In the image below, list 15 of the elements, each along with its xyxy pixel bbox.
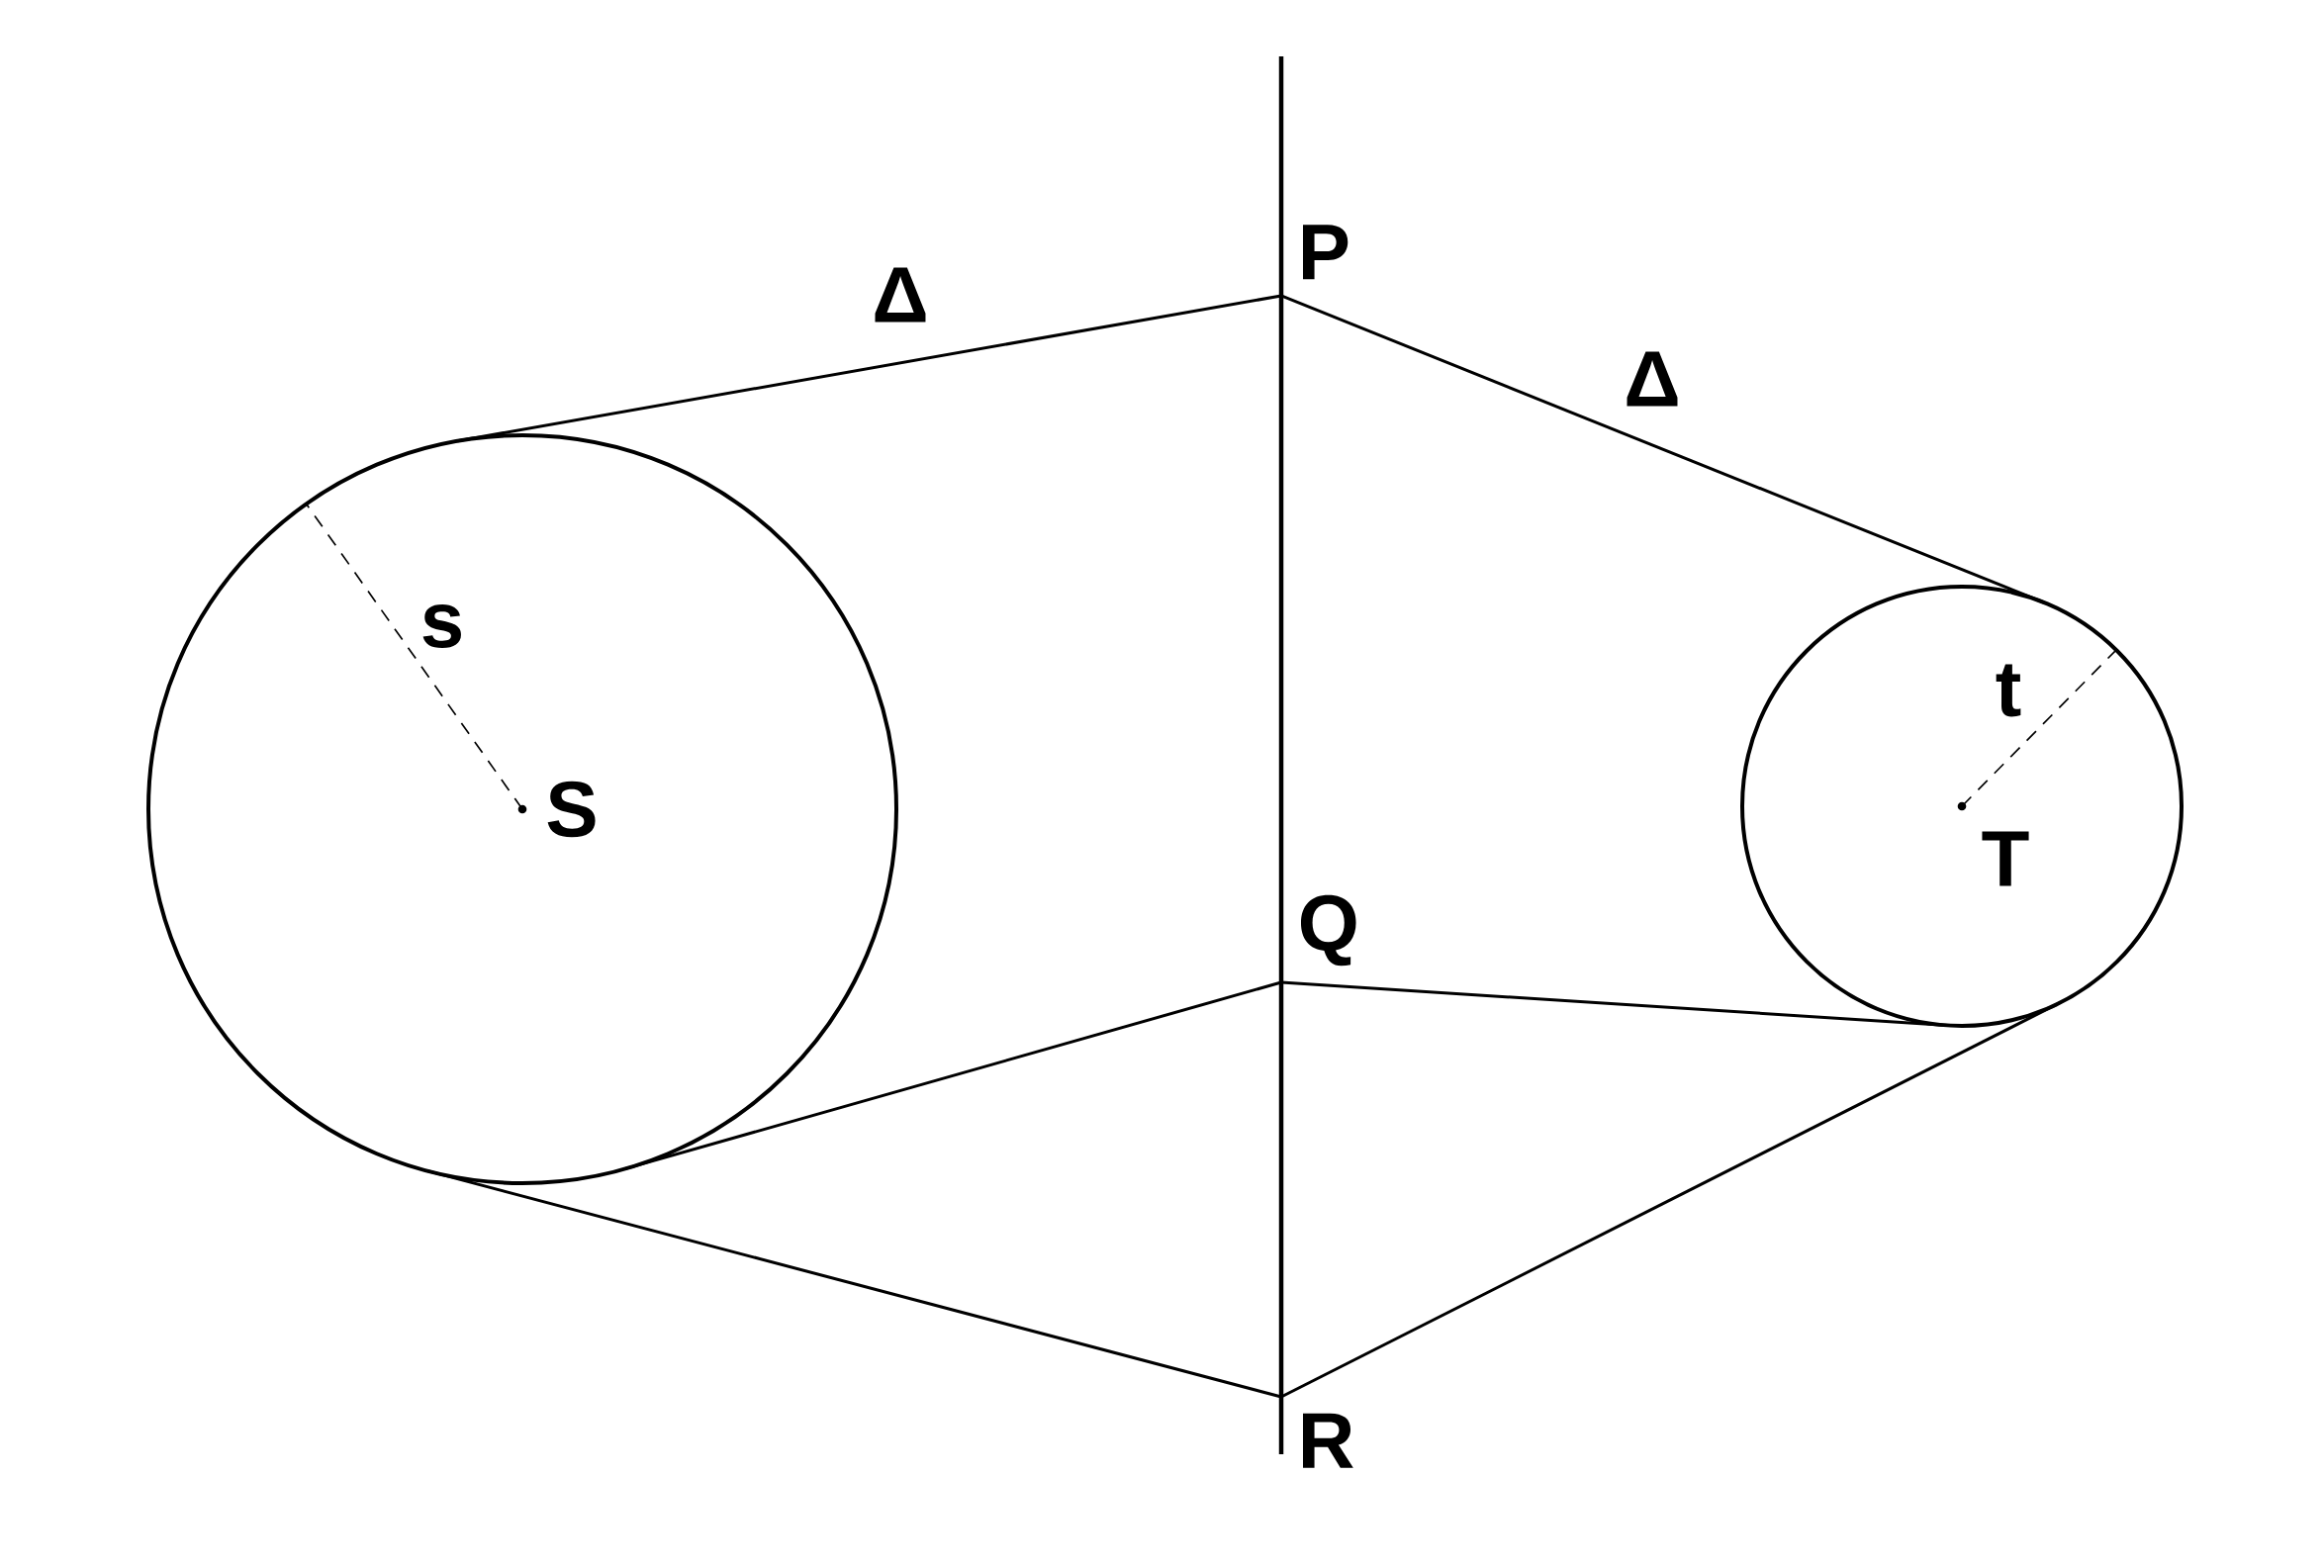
tangent-line — [1280, 1000, 2062, 1399]
point-label: Q — [1300, 894, 1356, 967]
center-label: T — [1982, 831, 2029, 886]
tangent-line — [623, 980, 1282, 1171]
tangent-line — [1280, 980, 1948, 1027]
point-label: P — [1303, 225, 1348, 280]
tangent-line — [1280, 294, 2045, 604]
edge-label: Δ — [1620, 348, 1685, 410]
radius-label: t — [1996, 664, 2021, 717]
tangent-line — [425, 1168, 1282, 1399]
center-label: S — [547, 781, 596, 838]
point-label: R — [1303, 1413, 1353, 1468]
tangent-line — [457, 294, 1282, 443]
radius-label: s — [422, 604, 461, 648]
edge-label: Δ — [868, 264, 933, 325]
